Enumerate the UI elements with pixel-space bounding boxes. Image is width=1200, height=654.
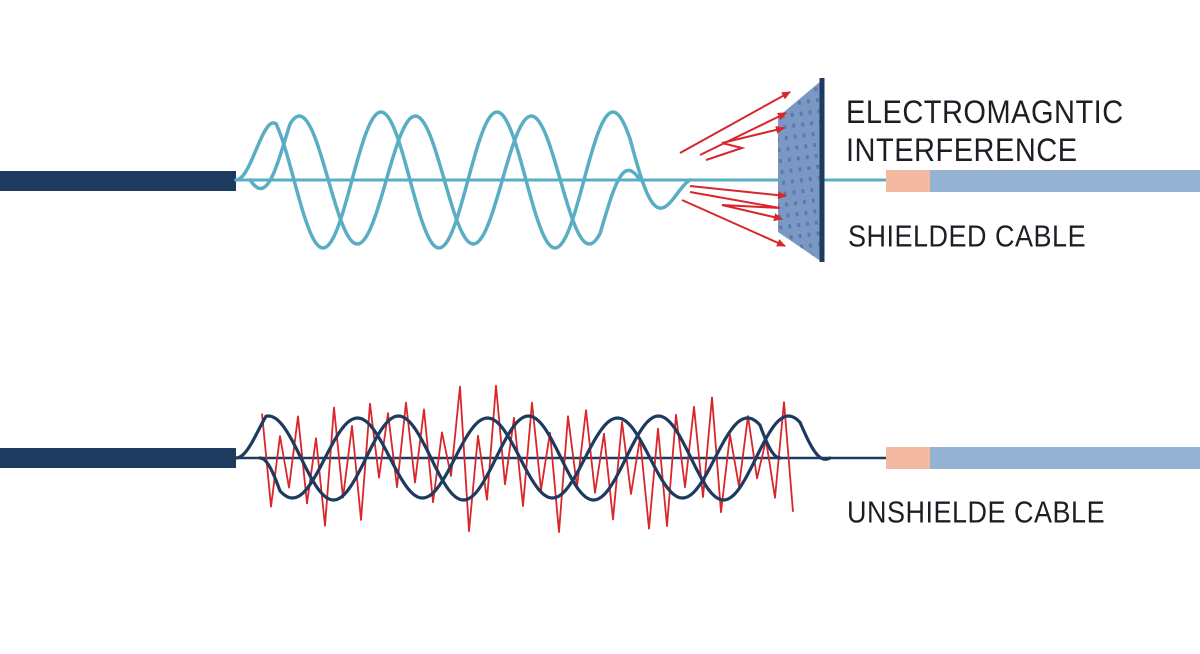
emi-label-line1: ELECTROMAGNTIC [846, 95, 1124, 131]
interference-arrows [679, 91, 791, 247]
shielded-cable-left-segment [0, 171, 236, 191]
unshielded-cable-connector [886, 447, 930, 469]
arrow-icon [699, 112, 787, 156]
clean-signal-wave-b [248, 114, 642, 246]
shielded-cable-connector [886, 170, 930, 192]
unshielded-cable-left-segment [0, 448, 236, 468]
arrow-icon [681, 199, 786, 247]
emi-label: ELECTROMAGNTIC INTERFERENCE [846, 94, 1124, 170]
unshielded-cable-label: UNSHIELDE CABLE [847, 495, 1106, 530]
arrow-icon [705, 125, 785, 161]
arrow-icon [689, 191, 783, 222]
emi-label-line2: INTERFERENCE [846, 133, 1078, 170]
arrow-icon [689, 185, 787, 200]
shielded-cable-group [0, 110, 1200, 250]
shield-panel-icon [778, 78, 825, 262]
unshielded-cable-group [0, 384, 1200, 533]
clean-signal-wave-a [234, 110, 692, 250]
noisy-signal-wave-a [234, 414, 832, 502]
noisy-signal-wave-b [258, 416, 782, 500]
shielded-cable-right-segment [930, 170, 1200, 192]
unshielded-cable-right-segment [930, 447, 1200, 469]
shielded-cable-label: SHIELDED CABLE [848, 219, 1087, 254]
shield-panel-face [778, 80, 822, 262]
arrow-icon [679, 91, 791, 154]
